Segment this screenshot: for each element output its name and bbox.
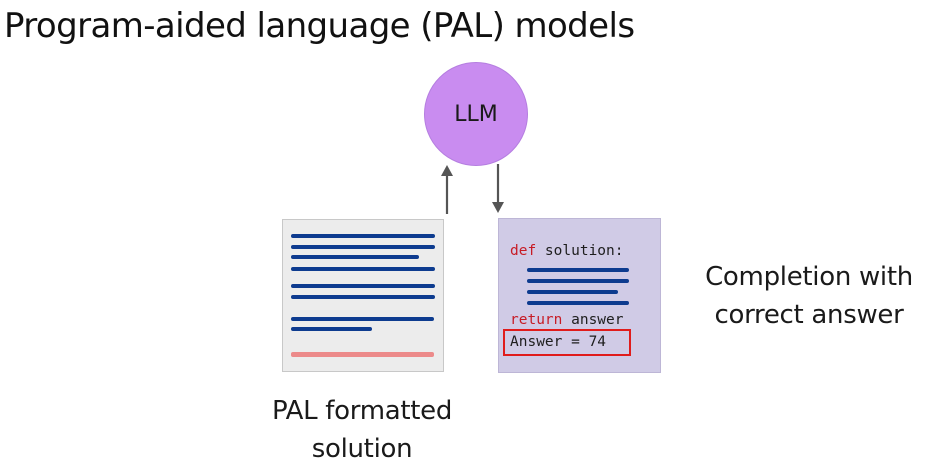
caption-line: Completion with	[705, 262, 913, 292]
text-line	[291, 245, 435, 249]
code-line	[527, 279, 629, 283]
arrow-down-icon	[492, 164, 504, 213]
highlighted-line	[291, 352, 434, 357]
text-line	[291, 255, 419, 259]
llm-node: LLM	[424, 62, 528, 166]
completion-code-block: def solution: return answer Answer = 74	[498, 218, 661, 373]
pal-formatted-caption: PAL formatted solution	[232, 392, 492, 468]
completion-caption: Completion with correct answer	[680, 258, 938, 334]
text-line	[291, 284, 435, 288]
pal-formatted-document	[282, 219, 444, 372]
caption-line: PAL formatted	[271, 396, 453, 426]
code-line	[527, 268, 629, 272]
caption-line: correct answer	[714, 300, 904, 330]
caption-line: solution	[311, 434, 413, 464]
code-return-line: return answer	[510, 312, 624, 328]
code-line	[527, 290, 618, 294]
return-value: answer	[562, 312, 624, 328]
answer-highlight-box: Answer = 74	[503, 329, 631, 356]
keyword-return: return	[510, 312, 563, 328]
keyword-def: def	[510, 243, 537, 259]
text-line	[291, 234, 435, 238]
function-name: solution:	[536, 243, 624, 259]
code-def-line: def solution:	[510, 243, 624, 259]
arrow-up-icon	[441, 165, 453, 214]
text-line	[291, 267, 435, 271]
code-line	[527, 301, 629, 305]
text-line	[291, 317, 434, 321]
text-line	[291, 295, 435, 299]
answer-text: Answer = 74	[510, 334, 607, 350]
text-line	[291, 327, 372, 331]
llm-label: LLM	[454, 101, 498, 127]
slide-title: Program-aided language (PAL) models	[4, 6, 635, 46]
